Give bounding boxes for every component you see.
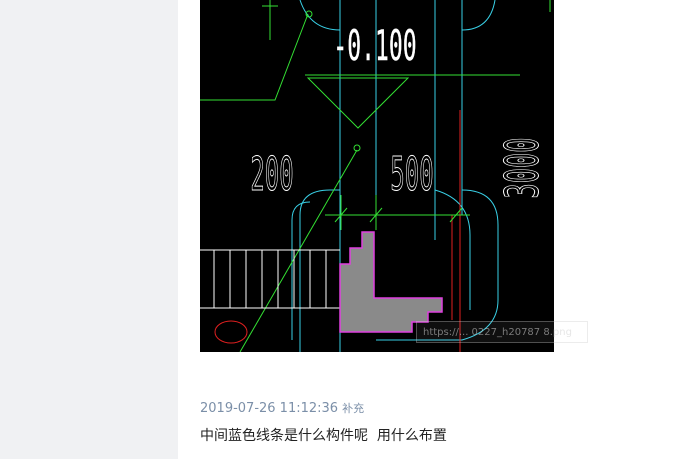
gray-l-member xyxy=(339,231,443,333)
dim-text-mid: 500 xyxy=(390,147,433,201)
green-leader-dot-top xyxy=(305,10,313,18)
cyan-edge-right-2 xyxy=(434,189,471,310)
red-ellipse-marker xyxy=(214,320,248,344)
cad-drawing: -0.100 200 500 3000 xyxy=(200,0,551,352)
cyan-edge-top-left xyxy=(299,0,341,31)
green-leader-dot-mid xyxy=(353,144,361,152)
green-leader-top xyxy=(200,13,309,101)
image-watermark: https://... 0227_h20787 8.png xyxy=(416,321,588,343)
dim-text-right: 3000 xyxy=(496,138,549,199)
post-comment: 中间蓝色线条是什么构件呢 用什么布置 xyxy=(200,428,447,444)
left-sidebar xyxy=(0,0,178,459)
supplement-label: 补充 xyxy=(342,402,365,415)
cyan-edge-mid-left-2 xyxy=(291,201,311,340)
green-dim-tick-3 xyxy=(449,207,463,223)
cyan-edge-right xyxy=(376,189,499,341)
dim-text-top: -0.100 xyxy=(333,22,416,70)
cad-screenshot[interactable]: -0.100 200 500 3000 xyxy=(200,0,554,352)
post-timestamp: 2019-07-26 11:12:36 xyxy=(200,401,339,416)
cyan-edge-top-right xyxy=(461,0,496,31)
green-leader-mid xyxy=(239,149,358,352)
dim-text-left: 200 xyxy=(250,147,293,201)
stair-treads xyxy=(213,250,327,308)
green-level-triangle xyxy=(306,77,410,129)
cyan-edge-mid-left xyxy=(299,189,340,352)
